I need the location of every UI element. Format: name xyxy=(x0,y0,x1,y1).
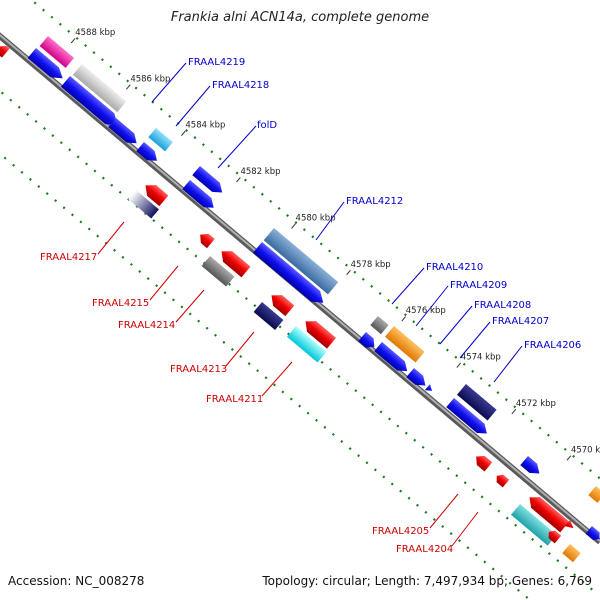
label-fraal4210[interactable]: FRAAL4210 xyxy=(426,262,483,273)
label-fraal4212[interactable]: FRAAL4212 xyxy=(346,196,403,207)
label-fold[interactable]: folD xyxy=(257,120,277,131)
kbp-tick-mark xyxy=(346,269,351,276)
kbp-tick-mark xyxy=(181,130,186,137)
gene-labels: FRAAL4219 FRAAL4218 folD FRAAL4212 FRAAL… xyxy=(40,57,581,555)
kbp-tick-label: 4582 kbp xyxy=(240,167,280,177)
kbp-ticks: 4588 kbp 4586 kbp 4584 kbp 4582 kbp 4580 kbp… xyxy=(70,28,600,461)
gene-fraal4208[interactable] xyxy=(358,332,378,351)
tick-guide xyxy=(0,89,596,594)
label-fraal4215[interactable]: FRAAL4215 xyxy=(92,298,149,309)
accession-text: Accession: NC_008278 xyxy=(8,574,145,588)
gene-red-wedge[interactable] xyxy=(564,520,576,531)
label-fraal4209[interactable]: FRAAL4209 xyxy=(450,280,507,291)
genome-summary-text: Topology: circular; Length: 7,497,934 bp… xyxy=(262,574,592,588)
kbp-tick-mark xyxy=(566,455,572,461)
gene-red-small[interactable] xyxy=(196,230,215,249)
gene-red-4211[interactable] xyxy=(301,316,337,349)
gene-blue-edge[interactable] xyxy=(585,526,600,543)
gene-orange-bottom[interactable] xyxy=(562,544,581,563)
gene-fraal4219[interactable] xyxy=(27,48,67,84)
gene-red-4570-b[interactable] xyxy=(494,472,510,488)
gene-fraal4215[interactable] xyxy=(217,246,251,278)
gene-fraal4218[interactable] xyxy=(108,118,140,148)
gene-blue-4582-b[interactable] xyxy=(182,180,217,212)
gene-fraal4213[interactable] xyxy=(253,302,284,330)
kbp-tick-label: 4570 kbp xyxy=(571,445,600,455)
kbp-tick-label: 4586 kbp xyxy=(130,74,170,84)
kbp-tick-mark xyxy=(291,223,296,229)
kbp-tick-label: 4580 kbp xyxy=(296,213,336,223)
gene-fraal4212[interactable] xyxy=(263,227,339,295)
gene-red-4570[interactable] xyxy=(472,452,493,472)
genes xyxy=(0,36,600,563)
gene-sky[interactable] xyxy=(148,128,173,152)
tick-guide xyxy=(0,152,532,600)
label-fraal4205[interactable]: FRAAL4205 xyxy=(372,526,429,537)
kbp-tick-label: 4588 kbp xyxy=(75,28,115,38)
gene-pink[interactable] xyxy=(39,36,75,68)
label-fraal4213[interactable]: FRAAL4213 xyxy=(170,364,227,375)
label-leaders xyxy=(97,62,523,547)
gene-orange-edge[interactable] xyxy=(588,486,600,503)
gene-blue-tiny[interactable] xyxy=(424,384,435,394)
gene-fraal4206[interactable] xyxy=(456,384,497,421)
gene-red-4217[interactable] xyxy=(141,180,169,207)
gene-fraal4204[interactable] xyxy=(510,504,557,546)
gene-fraal4217[interactable] xyxy=(128,190,159,219)
gene-fraal4212-b[interactable] xyxy=(252,242,328,308)
kbp-tick-label: 4578 kbp xyxy=(351,260,391,270)
gene-red-4213[interactable] xyxy=(267,290,295,317)
label-fraal4217[interactable]: FRAAL4217 xyxy=(40,252,97,263)
gene-fraal4211[interactable] xyxy=(286,326,327,363)
label-fraal4204[interactable]: FRAAL4204 xyxy=(396,544,453,555)
map-title: Frankia alni ACN14a, complete genome xyxy=(170,10,430,25)
label-fraal4207[interactable]: FRAAL4207 xyxy=(492,316,549,327)
gene-blue-4570[interactable] xyxy=(520,456,543,478)
label-fraal4208[interactable]: FRAAL4208 xyxy=(474,300,531,311)
kbp-tick-mark xyxy=(236,177,241,183)
gene-fold[interactable] xyxy=(136,142,161,165)
gene-fraal4207[interactable] xyxy=(374,342,411,376)
gene-lightgray[interactable] xyxy=(72,64,127,113)
kbp-tick-label: 4574 kbp xyxy=(461,353,501,363)
kbp-tick-mark xyxy=(511,409,517,415)
kbp-tick-mark xyxy=(401,316,406,322)
label-fraal4206[interactable]: FRAAL4206 xyxy=(524,340,581,351)
gene-fraal4209[interactable] xyxy=(384,326,425,363)
kbp-tick-label: 4576 kbp xyxy=(406,306,446,316)
label-fraal4218[interactable]: FRAAL4218 xyxy=(212,80,269,91)
gene-blue-4582[interactable] xyxy=(192,166,226,197)
gene-red-edge[interactable] xyxy=(0,42,10,58)
kbp-tick-mark xyxy=(125,84,131,90)
gene-fraal4206-b[interactable] xyxy=(446,398,490,438)
gene-fraal4219-b[interactable] xyxy=(60,76,122,131)
kbp-tick-label: 4584 kbp xyxy=(185,121,225,131)
kbp-tick-mark xyxy=(456,362,462,368)
tick-guide xyxy=(29,0,600,481)
gene-blue-4574[interactable] xyxy=(406,368,429,390)
gene-fraal4210[interactable] xyxy=(370,316,389,335)
kbp-tick-mark xyxy=(70,38,76,44)
label-fraal4214[interactable]: FRAAL4214 xyxy=(118,320,175,331)
label-fraal4219[interactable]: FRAAL4219 xyxy=(188,57,245,68)
gene-fraal4214[interactable] xyxy=(201,256,235,287)
gene-fraal4205[interactable] xyxy=(525,492,570,533)
kbp-tick-label: 4572 kbp xyxy=(516,399,556,409)
gene-red-small-bottom[interactable] xyxy=(546,528,562,544)
label-fraal4211[interactable]: FRAAL4211 xyxy=(206,394,263,405)
